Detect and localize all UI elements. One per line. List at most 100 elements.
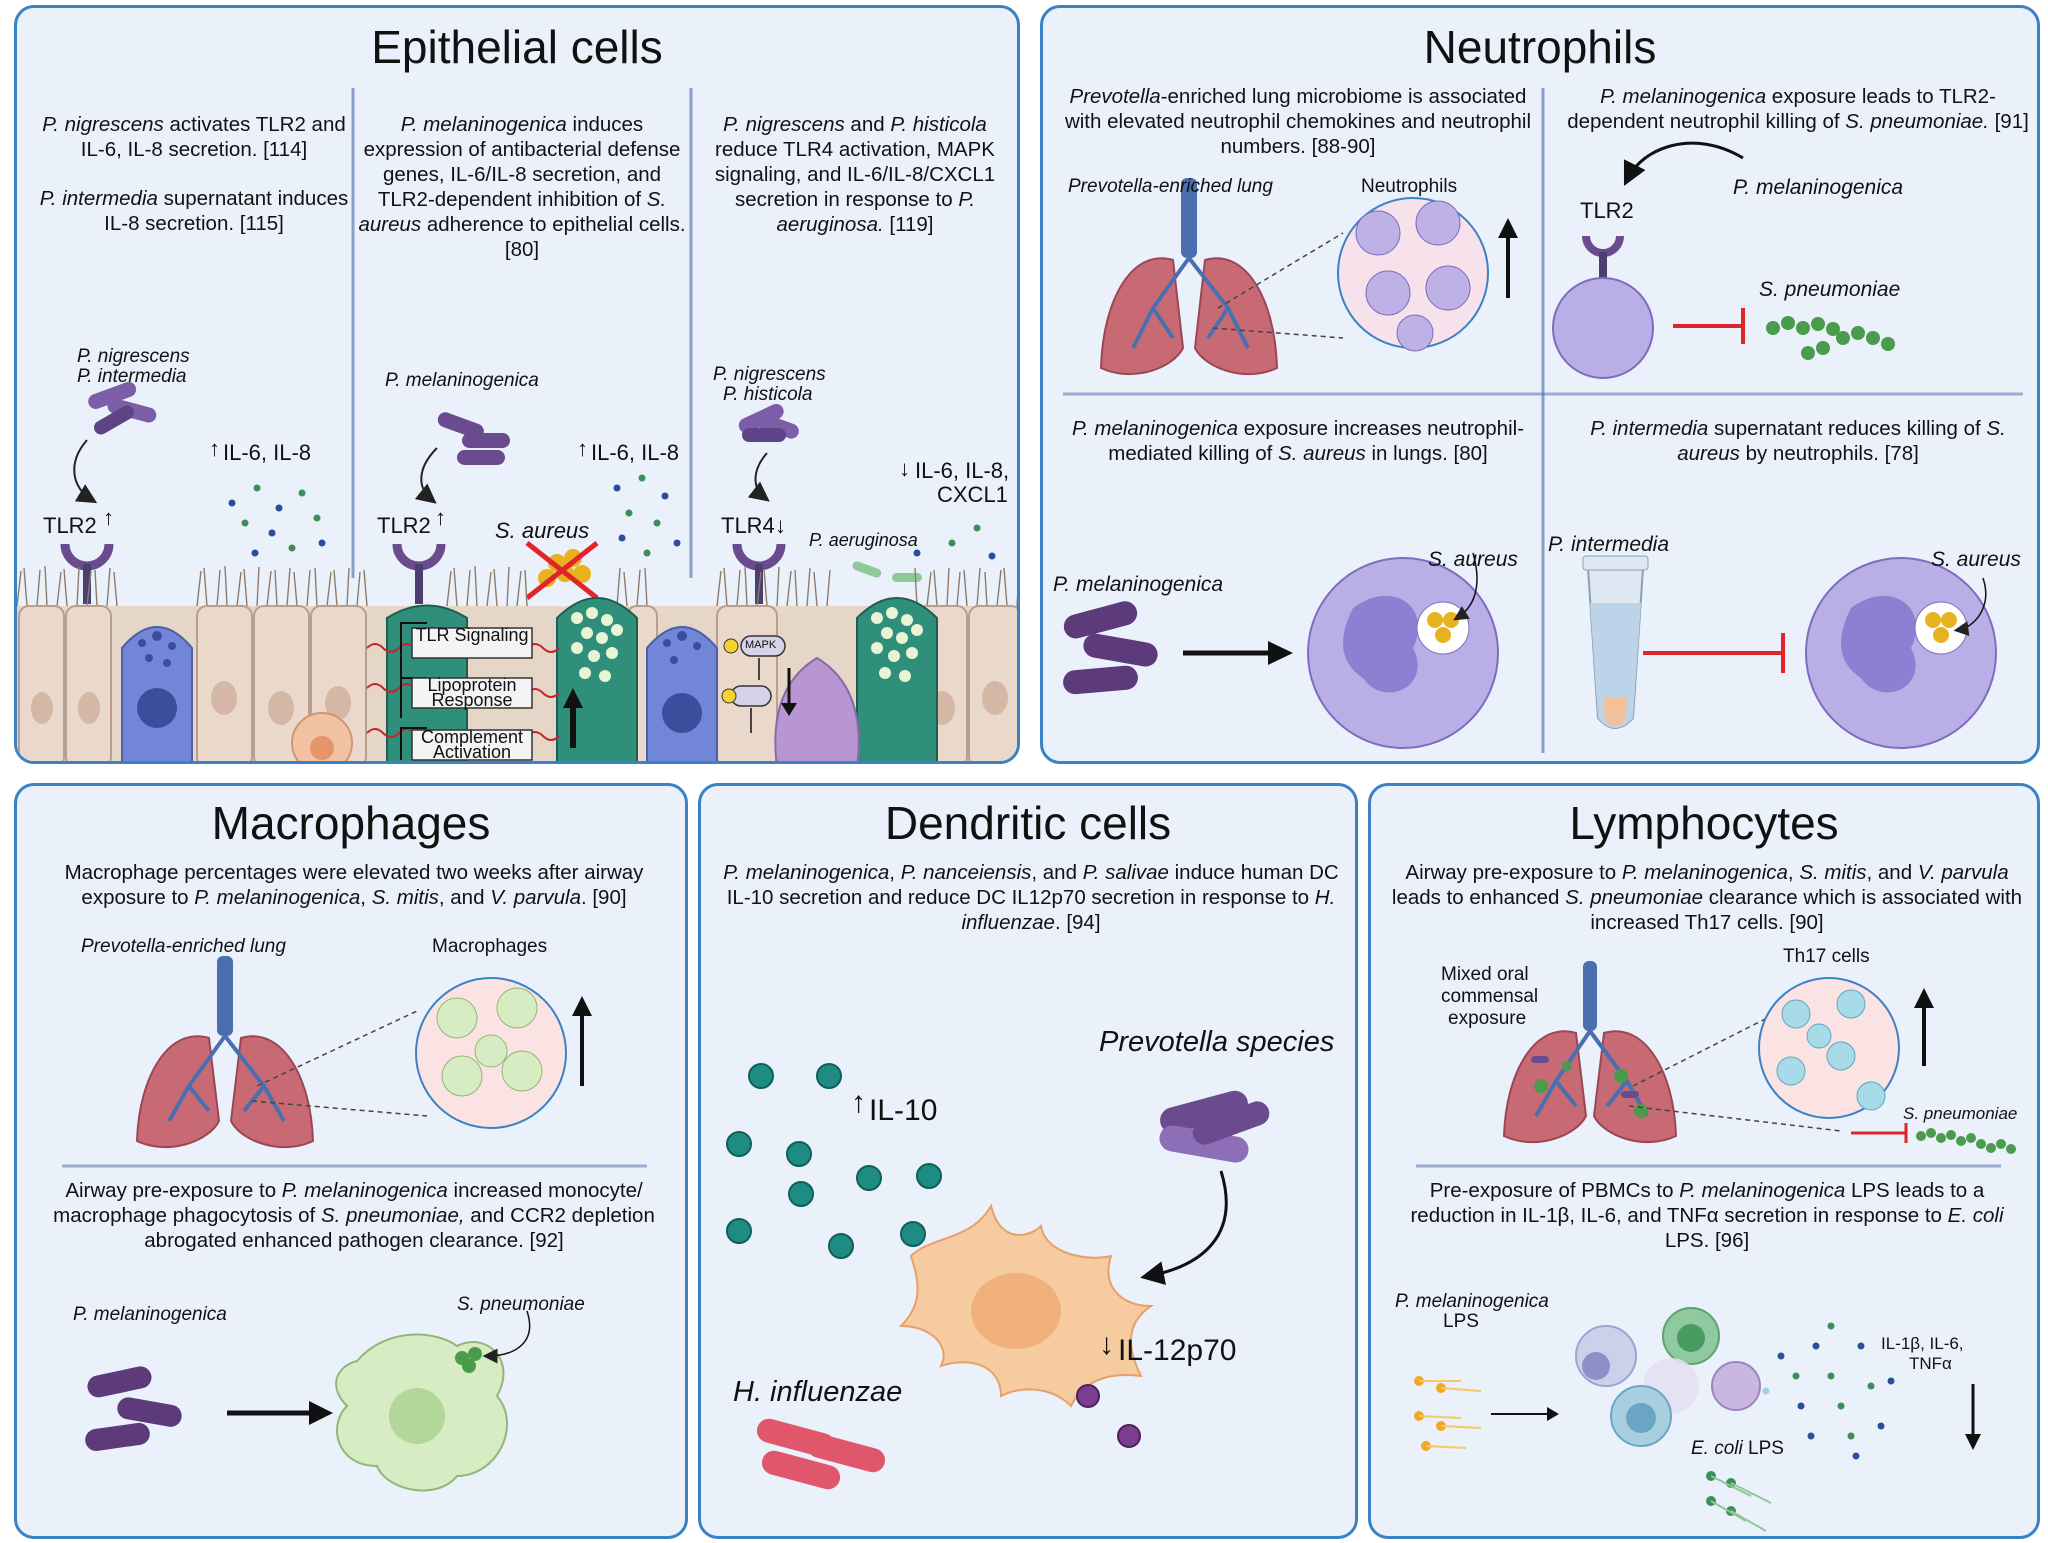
th17-zoom-circle <box>1758 977 1900 1119</box>
macrophages-text-a: Macrophage percentages were elevated two… <box>64 861 644 909</box>
macrophages-text-b: Airway pre-exposure to P. melaninogenica… <box>53 1179 655 1252</box>
col3-cytokine-down: ↓ <box>899 456 910 481</box>
col3-cytokines-2: CXCL1 <box>937 482 1008 507</box>
tlr2-icon <box>1582 235 1624 278</box>
bacteria-icon <box>1159 1090 1270 1163</box>
il12-label: IL-12p70 <box>1118 1334 1237 1367</box>
col1-bacteria-1: P. nigrescens <box>77 346 190 367</box>
col2-receptor-label: TLR2 <box>377 513 431 538</box>
mapk-label: MAPK <box>745 639 777 651</box>
col3-bacteria-2: P. histicola <box>723 384 813 405</box>
epithelial-col2-text: P. melaninogenica induces expression of … <box>358 113 686 261</box>
lymphocytes-text-a: Airway pre-exposure to P. melaninogenica… <box>1391 861 2023 934</box>
box-lipoprotein: Lipoprotein Response <box>427 675 517 710</box>
col3-bacteria-1: P. nigrescens <box>713 364 826 385</box>
macrophages-panel: Macrophages Macrophage percentages were … <box>14 783 688 1539</box>
neutrophil-icon <box>1307 557 1499 749</box>
neutrophils-zoom-label: Neutrophils <box>1361 176 1458 197</box>
col3-cytokines-1: IL-6, IL-8, <box>915 458 1010 483</box>
il10-dots <box>726 1063 942 1259</box>
p-aeruginosa-icon <box>852 561 922 582</box>
lymphocytes-title: Lymphocytes <box>1569 797 1839 849</box>
epithelial-col1-text-a: P. nigrescens activates TLR2 and IL-6, I… <box>42 113 346 161</box>
q2-pathogen-label: S. pneumoniae <box>1759 278 1901 301</box>
col2-pathogen: S. aureus <box>495 518 590 543</box>
epithelial-illustration <box>17 88 1017 761</box>
neutrophils-q2-text: P. melaninogenica exposure leads to TLR2… <box>1567 85 2029 133</box>
macrophages-illustration <box>62 956 647 1492</box>
neutrophils-q4-text: P. intermedia supernatant reduces killin… <box>1590 417 2006 465</box>
q3-bacteria-label: P. melaninogenica <box>1053 573 1224 596</box>
th17-label: Th17 cells <box>1783 946 1870 967</box>
macrophages-zoom-circle <box>415 977 567 1129</box>
neutrophils-q3-text: P. melaninogenica exposure increases neu… <box>1071 417 1525 465</box>
lymphocytes-pathogen-label: S. pneumoniae <box>1903 1104 2018 1123</box>
goblet-cell-icon <box>646 626 718 761</box>
q2-receptor-label: TLR2 <box>1580 198 1634 223</box>
dendritic-cell-icon <box>898 1203 1155 1408</box>
col3-pathogen: P. aeruginosa <box>809 530 918 550</box>
lps-icon <box>1414 1376 1482 1451</box>
neutrophils-lung-label: Prevotella-enriched lung <box>1068 176 1273 197</box>
bacteria-icon <box>1063 601 1158 695</box>
lps-label-2: LPS <box>1443 1311 1479 1332</box>
neutrophils-zoom-circle <box>1337 197 1489 352</box>
cytokine-dots-3 <box>913 524 996 560</box>
epithelial-panel: Epithelial cells P. nigrescens activates… <box>14 5 1020 764</box>
h-influenzae-label: H. influenzae <box>733 1376 903 1408</box>
mixed-label-3: exposure <box>1448 1008 1527 1029</box>
mixed-label-2: commensal <box>1441 986 1539 1007</box>
col1-bacteria-2: P. intermedia <box>77 366 187 387</box>
lung-icon <box>135 956 315 1149</box>
q2-bacteria-label: P. melaninogenica <box>1733 176 1904 199</box>
box-tlr-signaling: TLR Signaling <box>415 625 529 645</box>
neutrophil-icon <box>1805 557 1997 749</box>
col2-cytokines: IL-6, IL-8 <box>591 440 680 465</box>
epithelium-layer <box>17 565 1017 761</box>
bacteria-icon <box>88 381 157 435</box>
il12-dots <box>1076 1384 1141 1448</box>
cyto-label-1: IL-1β, IL-6, <box>1881 1334 1964 1353</box>
macrophages-lung-label: Prevotella-enriched lung <box>81 936 286 957</box>
goblet-cell-icon <box>121 626 193 761</box>
neutrophils-q1-text: Prevotella-enriched lung microbiome is a… <box>1064 85 1532 158</box>
lung-icon <box>1099 178 1279 376</box>
col2-bacteria: P. melaninogenica <box>385 370 539 391</box>
q3-pathogen-label: S. aureus <box>1428 548 1518 571</box>
dendritic-panel: Dendritic cells P. melaninogenica, P. na… <box>698 783 1358 1539</box>
s-pneumoniae-chain <box>1916 1128 2016 1154</box>
macrophage-icon <box>335 1333 508 1492</box>
cytokine-dots-1 <box>228 484 326 557</box>
lymphocytes-panel: Lymphocytes Airway pre-exposure to P. me… <box>1368 783 2040 1539</box>
lps-label-1: P. melaninogenica <box>1395 1291 1549 1312</box>
col3-down-arrow: ↓ <box>775 513 786 538</box>
s-aureus-blocked-icon <box>525 541 599 600</box>
col1-up-arrow: ↑ <box>103 505 114 530</box>
box-complement: Complement Activation <box>420 727 524 762</box>
tlr4-icon <box>732 543 786 604</box>
epithelial-title: Epithelial cells <box>371 21 663 73</box>
bacteria-icon <box>738 403 799 442</box>
col1-receptor-label: TLR2 <box>43 513 97 538</box>
prevotella-label: Prevotella species <box>1099 1026 1335 1058</box>
macrophages-bacteria-label: P. melaninogenica <box>73 1304 227 1325</box>
epithelial-col3-text: P. nigrescens and P. histicola reduce TL… <box>714 113 996 236</box>
ecoli-lps-icon <box>1706 1471 1772 1532</box>
macrophages-zoom-label: Macrophages <box>432 936 548 957</box>
tlr2-icon <box>392 543 446 604</box>
q4-pathogen-label: S. aureus <box>1931 548 2021 571</box>
col1-cytokine-up: ↑ <box>209 436 220 461</box>
cyto-label-2: TNFα <box>1909 1354 1952 1373</box>
ecoli-lps-label: E. coli LPS <box>1691 1438 1784 1459</box>
col2-up-arrow: ↑ <box>435 505 446 530</box>
neutrophil-icon <box>1552 277 1654 379</box>
tube-icon <box>1582 555 1649 729</box>
dendritic-title: Dendritic cells <box>884 797 1172 849</box>
il10-label: IL-10 <box>869 1094 938 1127</box>
lung-icon <box>1502 961 1678 1144</box>
pbmc-icon <box>1575 1307 1761 1447</box>
col3-receptor-label: TLR4 <box>721 513 775 538</box>
il12-down: ↓ <box>1099 1328 1114 1361</box>
s-pneumoniae-chain <box>1766 316 1895 360</box>
macrophages-pathogen-label: S. pneumoniae <box>457 1294 585 1315</box>
